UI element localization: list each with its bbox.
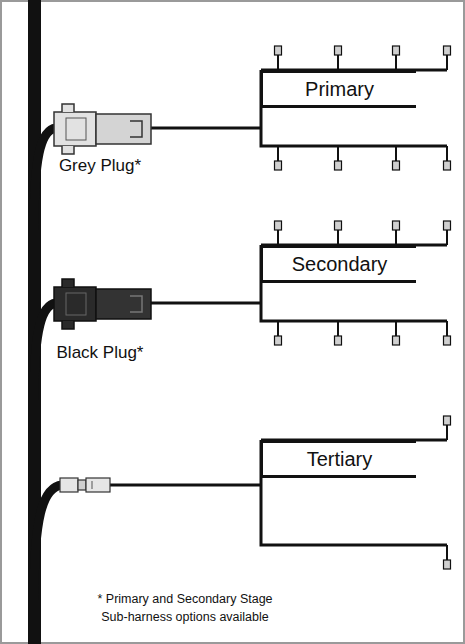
tertiary-branch <box>261 440 447 545</box>
tertiary-stage-box: Tertiary <box>260 440 416 478</box>
tertiary-plug <box>60 478 110 492</box>
plug-label: Black Plug* <box>40 341 160 366</box>
tertiary-injectors <box>444 416 451 569</box>
footnote: * Primary and Secondary Stage Sub-harnes… <box>95 590 275 626</box>
black-plug <box>54 279 151 329</box>
stage-name: Primary <box>295 78 384 101</box>
stage-name: Secondary <box>282 253 398 276</box>
primary-injectors <box>275 46 451 170</box>
primary-branch <box>261 70 447 146</box>
primary-stage-box: Primary <box>260 70 416 108</box>
secondary-stage-box: Secondary <box>260 245 416 283</box>
branch-cables <box>34 128 62 600</box>
grey-plug <box>54 104 151 154</box>
stage-name: Tertiary <box>297 448 383 471</box>
secondary-injectors <box>275 221 451 345</box>
secondary-branch <box>261 245 447 321</box>
plug-label: Grey Plug* <box>40 154 160 179</box>
